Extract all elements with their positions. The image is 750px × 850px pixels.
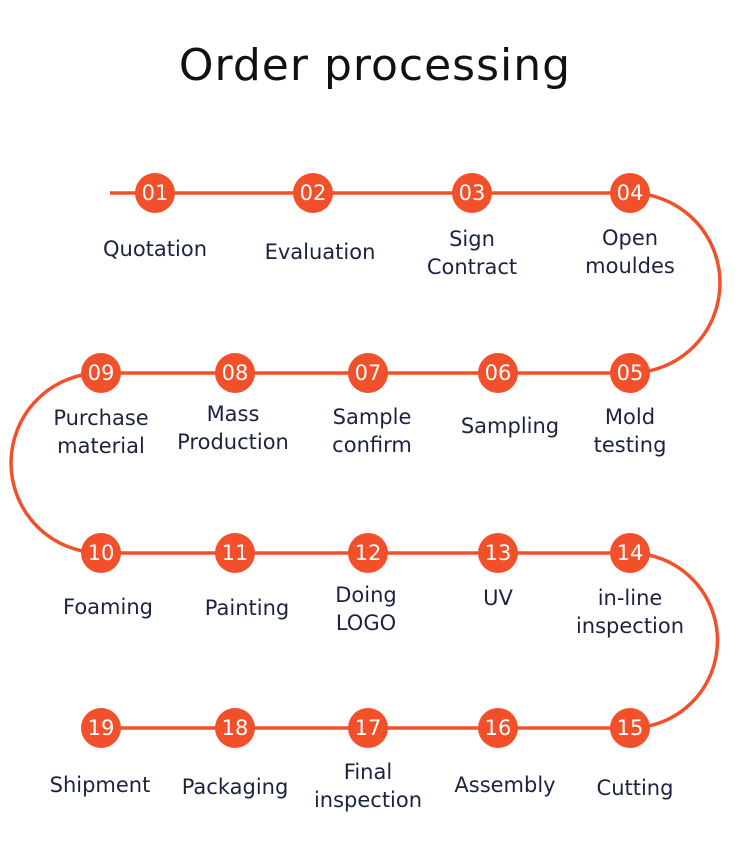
step-circle [81,353,121,393]
step-number: 17 [355,716,382,740]
step-label-13: UV [483,586,513,610]
step-node-03: 03 [452,173,492,213]
step-node-12: 12 [348,533,388,573]
step-node-10: 10 [81,533,121,573]
step-label-02: Evaluation [264,240,376,264]
step-circle [215,708,255,748]
step-label-03: Sign Contract [426,227,518,279]
step-node-07: 07 [348,353,388,393]
step-label-10: Foaming [63,595,153,619]
step-label-14: in-line inspection [575,586,685,638]
step-label-11: Painting [204,596,290,620]
step-circle [215,533,255,573]
step-number: 16 [485,716,512,740]
step-circle [452,173,492,213]
step-number: 03 [459,181,486,205]
step-node-06: 06 [478,353,518,393]
step-label-04: Open mouldes [585,226,675,278]
step-label-01: Quotation [102,237,207,261]
step-number: 05 [617,361,644,385]
page-title: Order processing [178,40,572,91]
step-number: 15 [617,716,644,740]
step-number: 09 [88,361,115,385]
step-node-15: 15 [610,708,650,748]
step-label-15: Cutting [596,776,674,800]
connector-turn-left-1 [9,371,102,555]
step-circle [610,708,650,748]
step-node-14: 14 [610,533,650,573]
step-number: 08 [222,361,249,385]
step-number: 06 [485,361,512,385]
step-number: 11 [222,541,249,565]
step-circle [348,533,388,573]
step-circle [135,173,175,213]
step-circle [81,708,121,748]
step-node-11: 11 [215,533,255,573]
connector-turn-right-1 [629,191,722,375]
step-label-17: Final inspection [313,760,423,812]
step-label-05: Mold testing [593,405,667,457]
step-node-09: 09 [81,353,121,393]
step-node-08: 08 [215,353,255,393]
step-node-16: 16 [478,708,518,748]
step-number: 14 [617,541,644,565]
step-label-06: Sampling [460,414,560,438]
step-circle [478,353,518,393]
step-number: 19 [88,716,115,740]
step-circle [610,173,650,213]
step-number: 18 [222,716,249,740]
step-node-04: 04 [610,173,650,213]
step-number: 07 [355,361,382,385]
step-circle [293,173,333,213]
step-circle [348,708,388,748]
step-node-19: 19 [81,708,121,748]
step-circle [478,533,518,573]
step-label-12: Doing LOGO [335,583,397,635]
flow-nodes: 01 02 03 04 05 06 07 08 09 10 11 12 13 14 15 16 17 18 19 [81,173,650,748]
step-node-13: 13 [478,533,518,573]
step-number: 02 [300,181,327,205]
step-label-08: Mass Production [177,402,289,454]
step-circle [81,533,121,573]
step-label-09: Purchase material [53,406,149,458]
step-number: 01 [142,181,169,205]
step-number: 12 [355,541,382,565]
step-label-16: Assembly [454,773,556,797]
step-node-17: 17 [348,708,388,748]
step-circle [478,708,518,748]
step-label-19: Shipment [49,773,151,797]
connector-turn-right-2 [629,551,720,730]
step-number: 13 [485,541,512,565]
step-node-02: 02 [293,173,333,213]
step-number: 10 [88,541,115,565]
step-node-18: 18 [215,708,255,748]
step-circle [610,353,650,393]
step-label-18: Packaging [181,775,289,799]
step-node-01: 01 [135,173,175,213]
step-circle [215,353,255,393]
step-label-07: Sample confirm [332,405,412,457]
step-circle [348,353,388,393]
step-circle [610,533,650,573]
step-node-05: 05 [610,353,650,393]
step-number: 04 [617,181,644,205]
